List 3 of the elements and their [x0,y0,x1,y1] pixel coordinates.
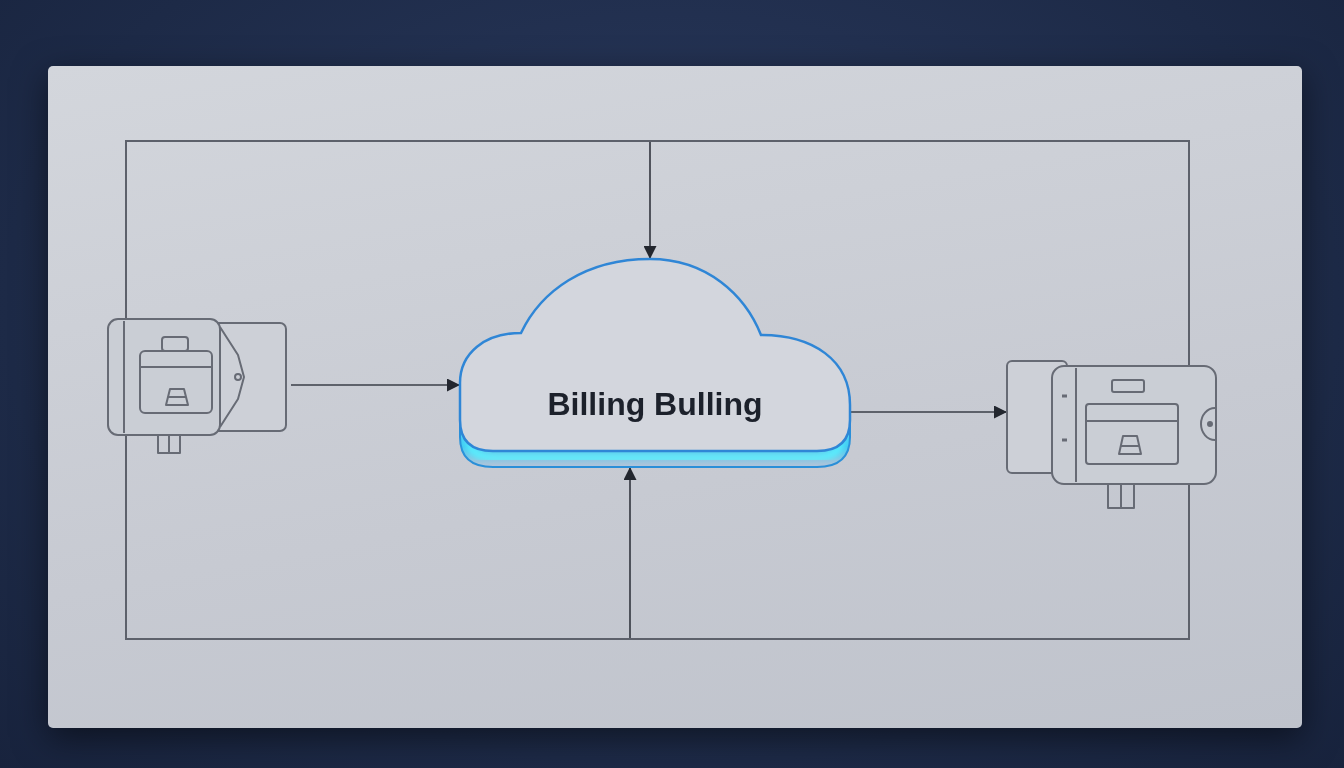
node-label: Billing Bulling [546,385,764,424]
arrow [290,378,461,392]
arrow [643,140,657,260]
